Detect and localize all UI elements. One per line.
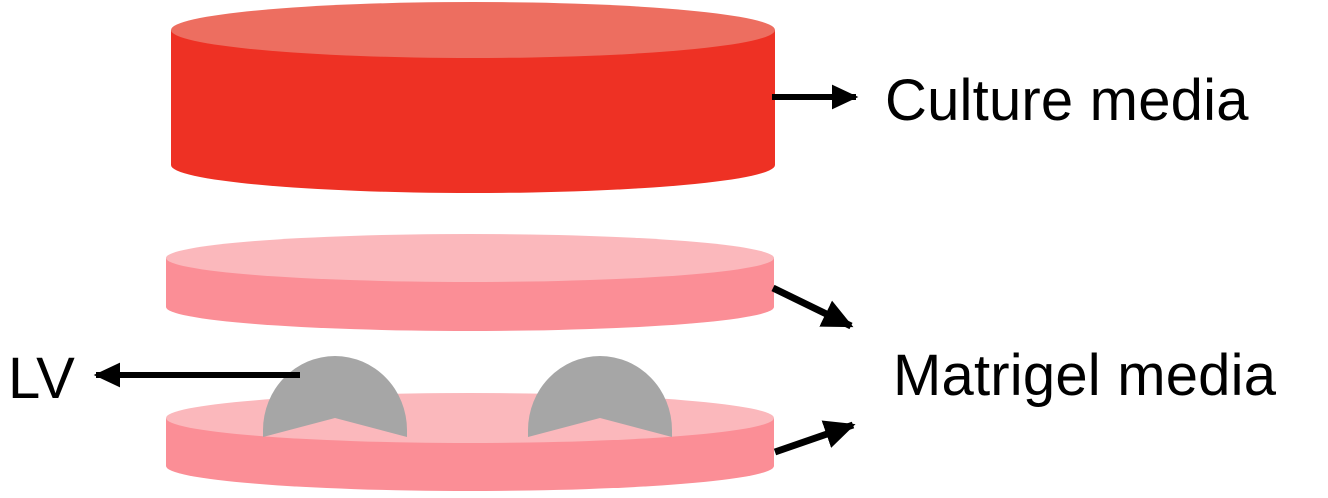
culture-media-body [171, 30, 775, 193]
label-culture-media: Culture media [885, 68, 1249, 133]
arrow-matrigel-upper [771, 284, 854, 330]
culture-media-top-lid [171, 2, 775, 58]
matrigel-disc-lower-group [166, 356, 774, 491]
label-matrigel-media: Matrigel media [893, 343, 1277, 408]
culture-media-cylinder [171, 2, 775, 193]
arrow-matrigel-lower [773, 420, 856, 456]
matrigel-disc-upper [166, 234, 774, 331]
matrigel-upper-top-lid [166, 234, 774, 282]
matrigel-lower-top-lid [166, 393, 774, 443]
label-lv: LV [8, 346, 76, 411]
organoid-dome-right [528, 356, 672, 437]
